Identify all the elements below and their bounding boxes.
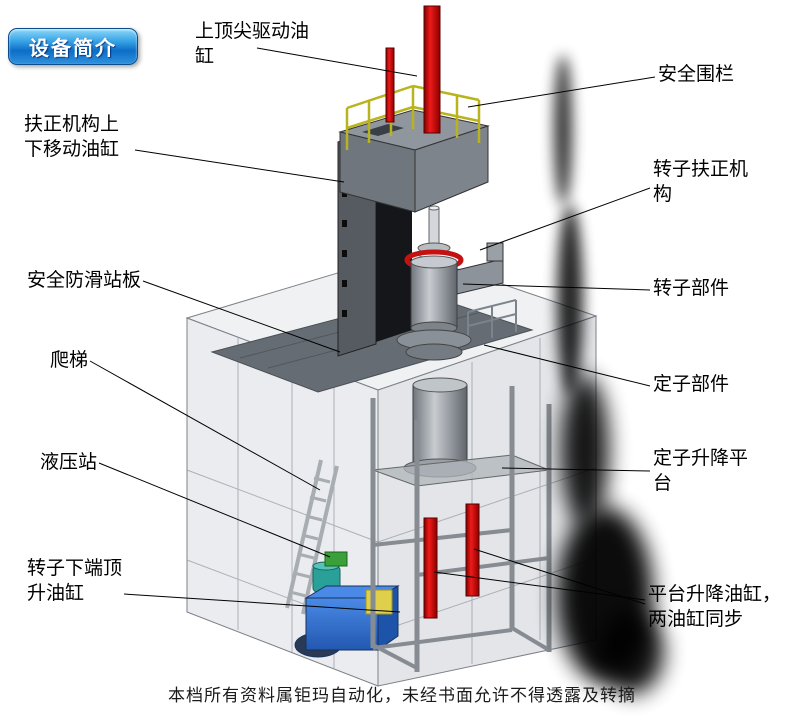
rotor-assembly [396,205,504,361]
label-ladder: 爬梯 [50,350,89,371]
footer-confidentiality-note: 本档所有资料属钜玛自动化，未经书面允许不得透露及转摘 [168,686,636,705]
title-badge-label: 设备简介 [29,38,117,60]
label-stator-lift-platform: 定子升降平 台 [653,448,749,494]
label-platform-lift-cylinders: 平台升降油缸， 两油缸同步 [648,584,782,630]
ladder-structure [285,459,339,615]
stator-lift-frame [370,386,552,672]
label-safety-fence: 安全围栏 [658,64,735,85]
label-stator-component: 定子部件 [653,374,730,395]
leader-lines [89,47,656,613]
label-antislip-platform: 安全防滑站板 [27,270,142,291]
label-hydraulic-station: 液压站 [40,452,98,473]
press-column [337,109,490,357]
label-rotor-component: 转子部件 [653,278,730,299]
label-centering-updown-cylinder: 扶正机构上 下移动油缸 [24,114,120,160]
platform-lift-cylinders-red [423,503,480,619]
label-rotor-centering-mechanism: 转子扶正机 构 [653,159,749,205]
label-rotor-bottom-jack-cylinder: 转子下端顶 升油缸 [27,558,123,604]
title-badge: 设备简介 [8,28,138,65]
top-drive-cylinder-red [385,5,441,134]
label-top-drive-cylinder: 上顶尖驱动油 缸 [195,21,310,67]
